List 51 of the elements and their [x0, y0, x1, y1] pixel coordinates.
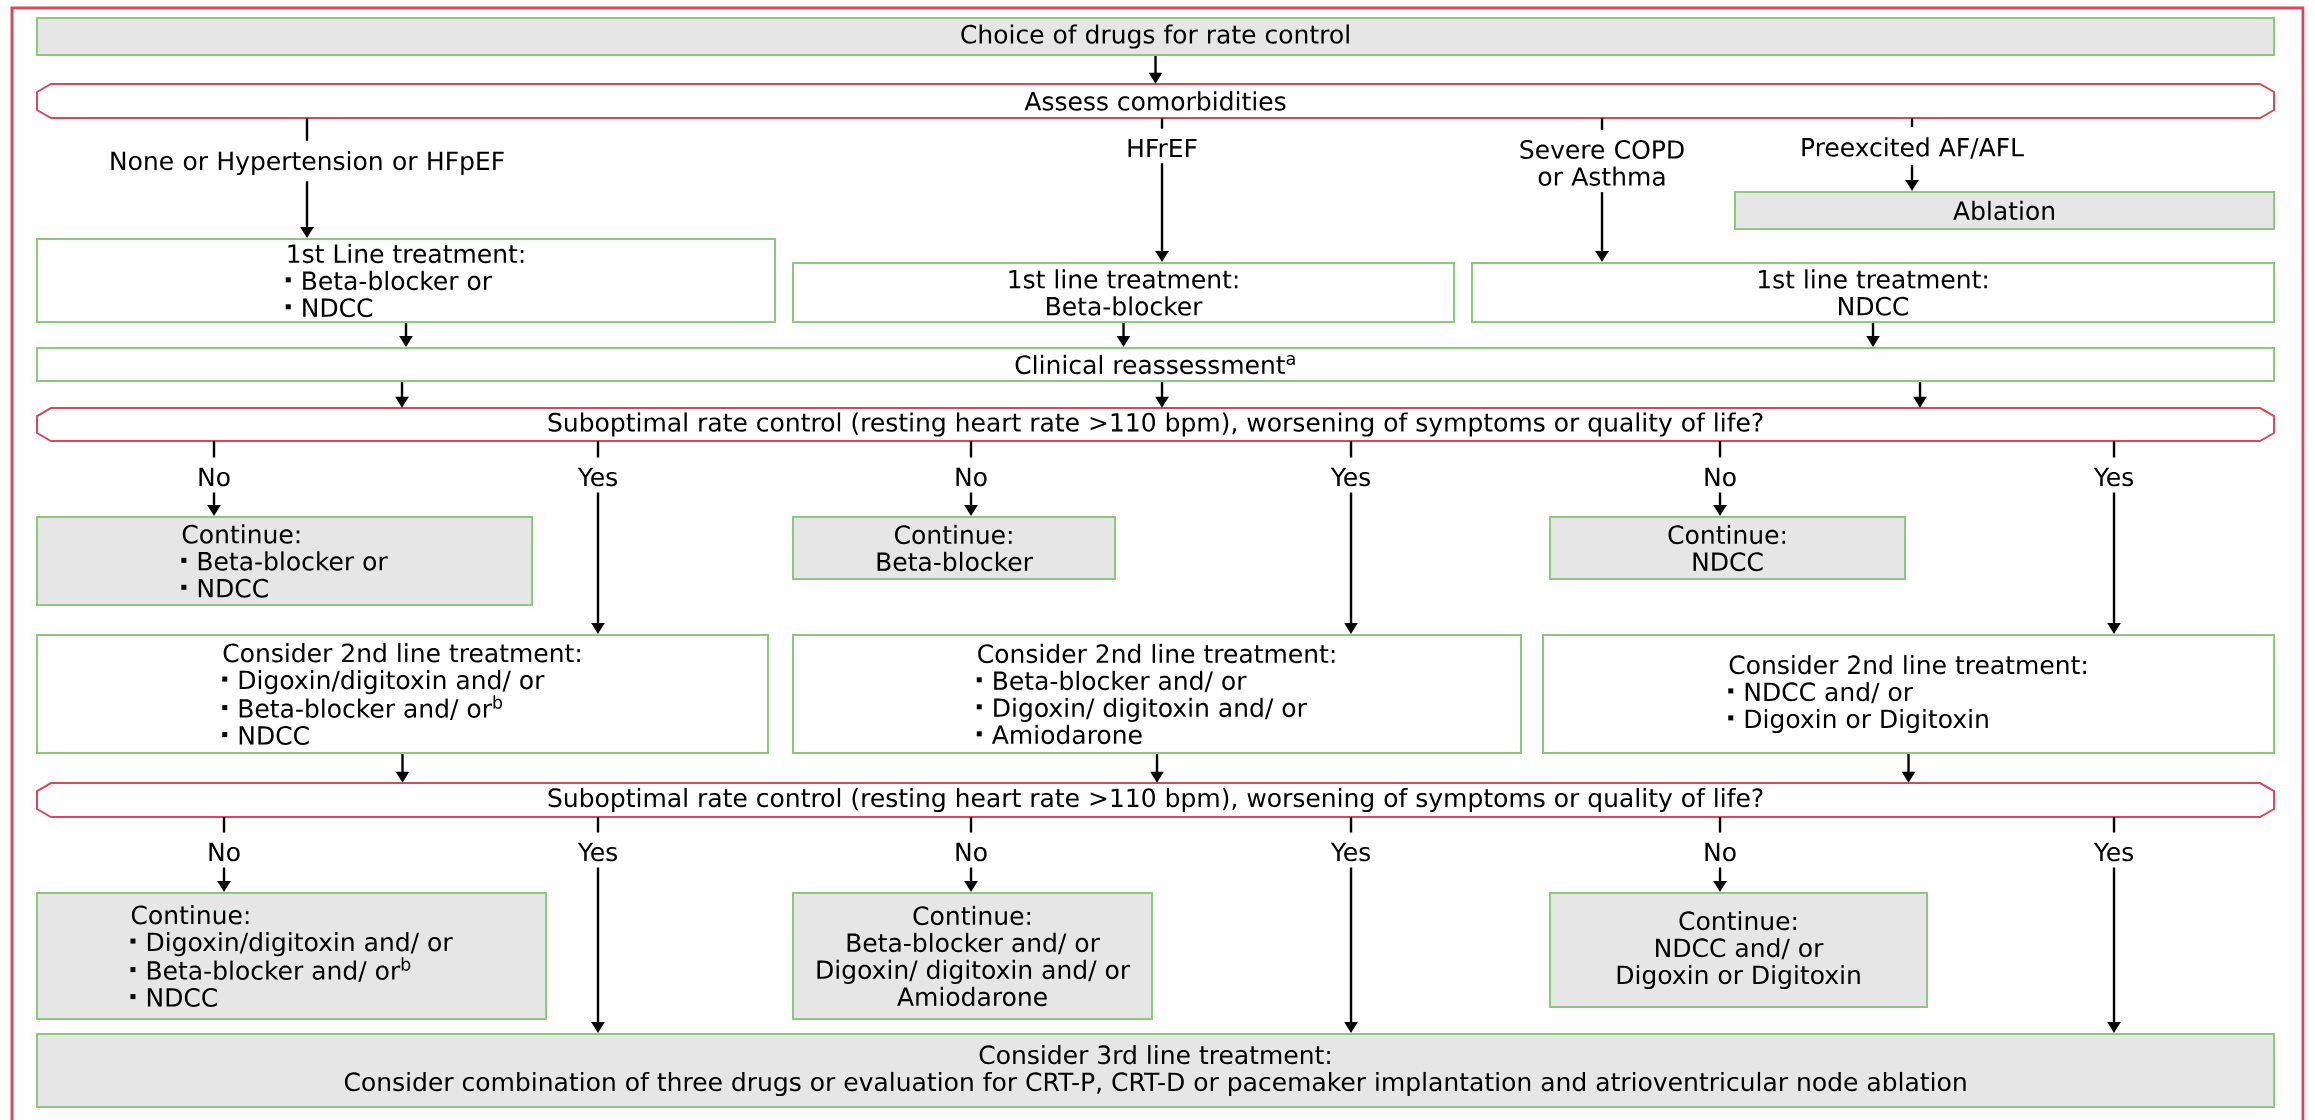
connector-line — [596, 441, 600, 458]
branch-label: No — [956, 842, 987, 862]
branch-label: Yes — [2093, 467, 2133, 487]
decision-banner: Suboptimal rate control (resting heart rate >110 bpm), worsening of symptoms or quality of life? — [36, 407, 2276, 442]
branch-label: Severe COPD or Asthma — [1520, 140, 1684, 186]
decision-banner: Assess comorbidities — [36, 83, 2276, 119]
connector-line — [1160, 118, 1164, 129]
treatment-box: Clinical reassessment$^{a}$ — [36, 347, 2276, 382]
branch-label: Preexcited AF/AFL — [1802, 137, 2024, 159]
process-box: Continue: Beta-blocker — [792, 516, 1116, 580]
process-box: Continue: Beta-blocker and/ or Digoxin/ digitoxin and/ or Amiodarone — [792, 892, 1153, 1020]
process-box: Ablation — [1734, 191, 2276, 230]
branch-label: No — [1705, 842, 1736, 862]
connector-line — [596, 817, 600, 833]
process-box: Consider 3rd line treatment: Consider combination of three drugs or evaluation for CRT-P, CRT-D or pacemaker implantation and atrioventricular node ablation — [36, 1033, 2276, 1108]
connector-line — [1910, 118, 1914, 128]
connector-line — [969, 817, 973, 833]
branch-label: Yes — [1330, 842, 1370, 862]
process-box: Continue: Beta-blocker or NDCC — [36, 516, 533, 606]
branch-label: Yes — [577, 842, 617, 862]
process-box: Continue: NDCC and/ or Digoxin or Digitoxin — [1549, 892, 1928, 1008]
branch-label: Yes — [2093, 842, 2133, 862]
process-box: Continue: NDCC — [1549, 516, 1906, 580]
treatment-box: 1st line treatment: NDCC — [1471, 262, 2276, 323]
connector-line — [1718, 441, 1722, 458]
connector-line — [305, 118, 309, 141]
decision-banner: Suboptimal rate control (resting heart rate >110 bpm), worsening of symptoms or quality of life? — [36, 782, 2276, 818]
treatment-box: 1st Line treatment: Beta-blocker or NDCC — [36, 238, 776, 323]
branch-label: None or Hypertension or HFpEF — [111, 150, 504, 176]
connector-line — [2112, 817, 2116, 833]
process-box: Choice of drugs for rate control — [36, 17, 2276, 56]
treatment-box: 1st line treatment: Beta-blocker — [792, 262, 1455, 323]
branch-label: No — [199, 467, 230, 487]
branch-label: No — [956, 467, 987, 487]
connector-line — [222, 817, 226, 833]
connector-line — [1349, 817, 1353, 833]
process-box: Continue: Digoxin/digitoxin and/ or Beta-blocker and/ or$^{b}$ NDCC — [36, 892, 547, 1020]
connector-line — [1600, 118, 1604, 130]
branch-label: Yes — [577, 467, 617, 487]
branch-label: HFrEF — [1128, 138, 1197, 158]
branch-label: No — [1705, 467, 1736, 487]
treatment-box: Consider 2nd line treatment: NDCC and/ or Digoxin or Digitoxin — [1542, 634, 2276, 754]
treatment-box: Consider 2nd line treatment: Digoxin/digitoxin and/ or Beta-blocker and/ or$^{b}$ NDCC — [36, 634, 769, 754]
branch-label: Yes — [1330, 467, 1370, 487]
connector-line — [212, 441, 216, 458]
connector-line — [1718, 817, 1722, 833]
treatment-box: Consider 2nd line treatment: Beta-blocker and/ or Digoxin/ digitoxin and/ or Amiodarone — [792, 634, 1522, 754]
branch-label: No — [209, 842, 240, 862]
connector-line — [1349, 441, 1353, 458]
connector-line — [969, 441, 973, 458]
connector-line — [2112, 441, 2116, 458]
